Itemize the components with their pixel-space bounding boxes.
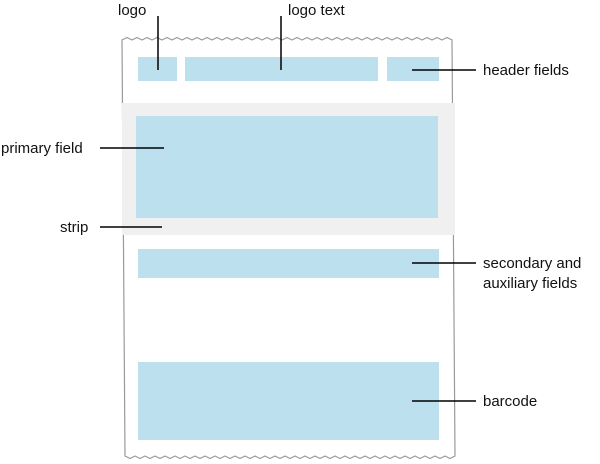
logo-text-label: logo text [288, 2, 346, 19]
barcode-label: barcode [483, 393, 537, 410]
header-field [387, 57, 439, 81]
logo-label: logo [118, 2, 146, 19]
strip-label: strip [60, 219, 88, 236]
primary-field-label: primary field [1, 140, 83, 157]
barcode-field [138, 362, 439, 440]
secondary-fields-label-line2: auxiliary fields [483, 275, 577, 292]
header-fields-label: header fields [483, 62, 569, 79]
primary-field [136, 116, 438, 218]
secondary-fields-label-line1: secondary and [483, 255, 581, 272]
secondary-auxiliary-fields [138, 249, 439, 278]
